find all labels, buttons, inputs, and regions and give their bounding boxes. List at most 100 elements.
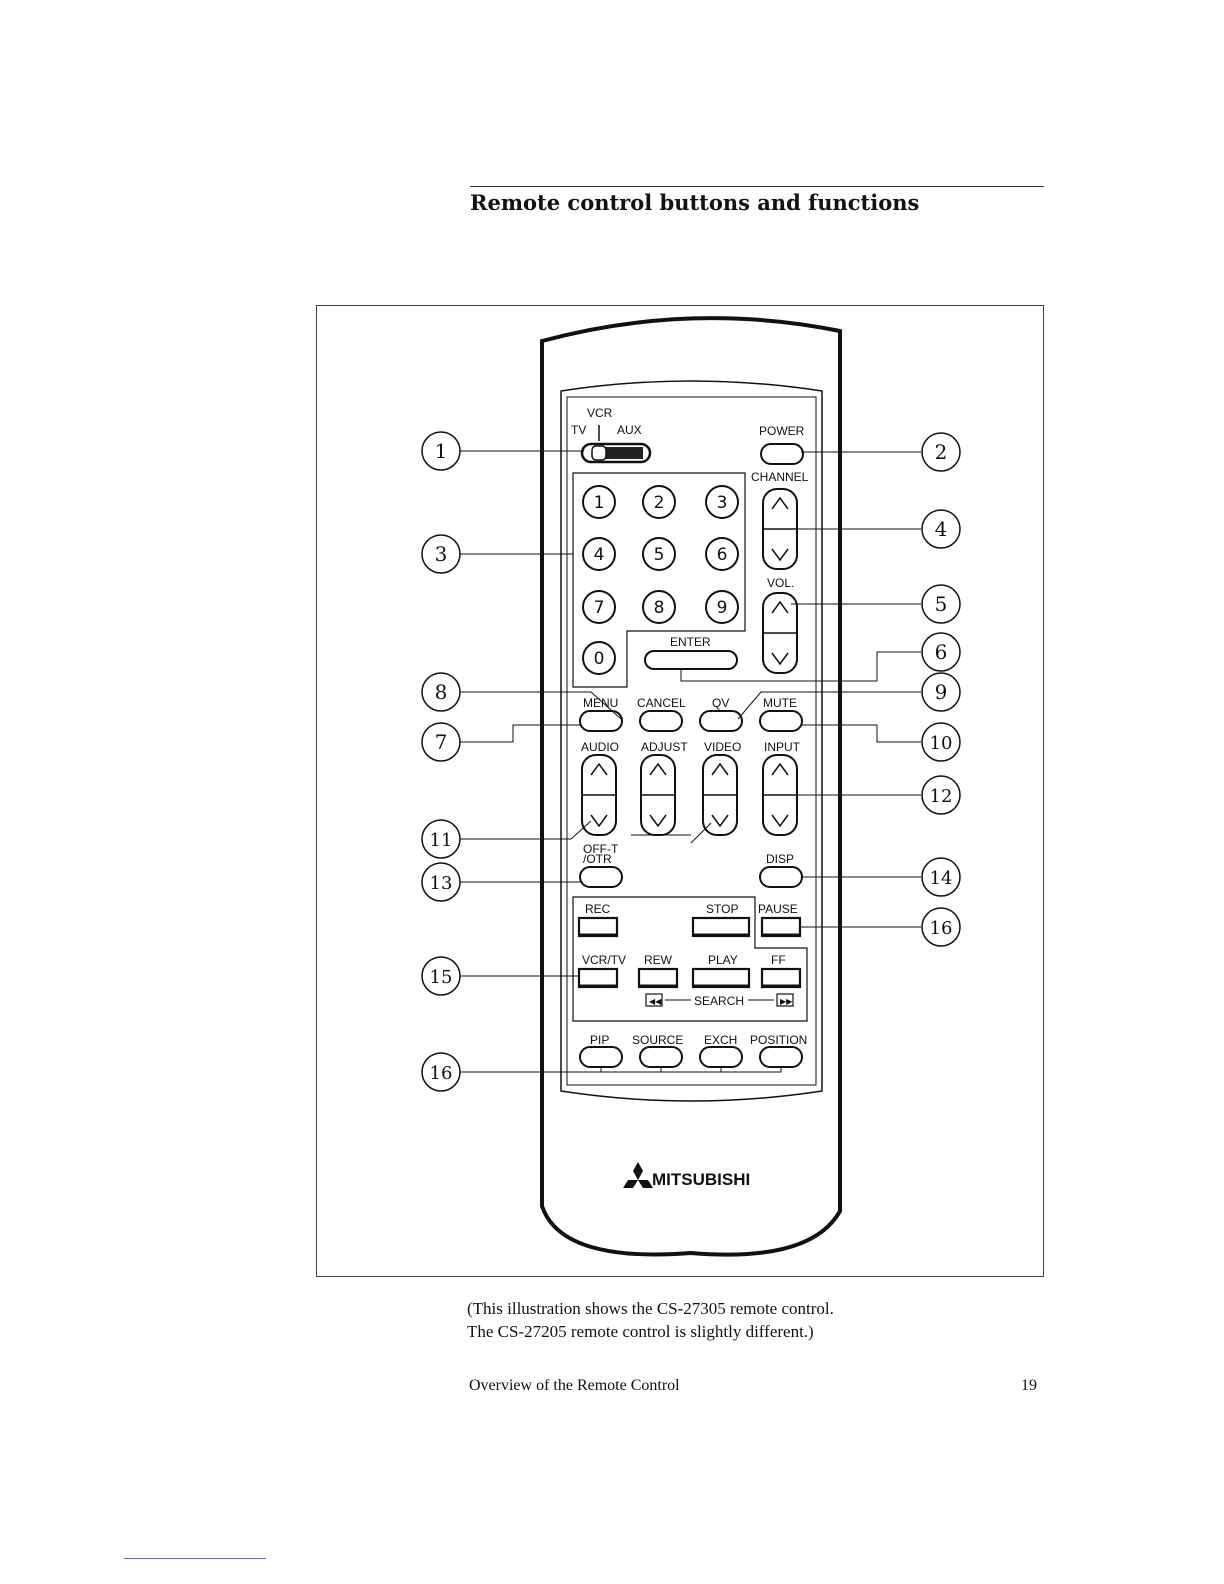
callout-9: 9 [921, 672, 961, 712]
svg-text:2: 2 [935, 440, 948, 464]
callout-13: 13 [421, 862, 461, 902]
label-cancel: CANCEL [637, 696, 686, 710]
label-mute: MUTE [763, 696, 797, 710]
rec-button[interactable] [577, 916, 619, 938]
ff-button[interactable] [760, 967, 802, 989]
remote-face-panel [560, 380, 823, 1102]
digit-button-7[interactable] [582, 590, 616, 624]
label-search: SEARCH [694, 994, 744, 1008]
enter-button[interactable] [644, 650, 738, 670]
callout-5: 5 [921, 584, 961, 624]
remote-diagram: VCR TV AUX POWER 1 2 3 4 5 6 7 8 9 0 ENT… [421, 316, 961, 1257]
pip-button[interactable] [579, 1046, 623, 1068]
footer-section-name: Overview of the Remote Control [469, 1377, 680, 1394]
vcr-section-frame [572, 896, 808, 1022]
svg-text:16: 16 [430, 1063, 453, 1084]
svg-text:14: 14 [930, 868, 953, 889]
digit-button-1[interactable] [582, 485, 616, 519]
bottom-rule [124, 1558, 266, 1559]
svg-text:13: 13 [430, 873, 453, 894]
digit-button-5[interactable] [642, 537, 676, 571]
page-number: 19 [1021, 1377, 1037, 1394]
svg-text:5: 5 [935, 592, 948, 616]
label-ff: FF [771, 953, 786, 967]
svg-text:1: 1 [594, 493, 605, 513]
pause-button[interactable] [760, 916, 802, 938]
svg-text:4: 4 [935, 517, 948, 541]
qv-button[interactable] [699, 710, 743, 732]
callout-12: 12 [921, 775, 961, 815]
svg-text:16: 16 [930, 918, 953, 939]
digit-button-4[interactable] [582, 537, 616, 571]
disp-button[interactable] [759, 866, 803, 888]
remote-body [540, 316, 842, 1257]
play-button[interactable] [691, 967, 751, 989]
svg-text:7: 7 [594, 598, 605, 618]
callout-16-pip: 16 [421, 1052, 461, 1092]
label-rec: REC [585, 902, 611, 916]
callout-16-vcr: 16 [921, 907, 961, 947]
callout-3: 3 [421, 534, 461, 574]
vcr-tv-button[interactable] [577, 967, 619, 989]
digit-button-3[interactable] [705, 485, 739, 519]
digit-button-2[interactable] [642, 485, 676, 519]
adjust-rocker[interactable] [640, 754, 676, 836]
digit-button-6[interactable] [705, 537, 739, 571]
label-qv: QV [712, 696, 729, 710]
svg-text:8: 8 [654, 598, 665, 618]
cancel-button[interactable] [639, 710, 683, 732]
label-rew: REW [644, 953, 673, 967]
svg-text:0: 0 [594, 649, 605, 669]
svg-text:11: 11 [430, 830, 453, 851]
position-button[interactable] [759, 1046, 803, 1068]
callout-11: 11 [421, 819, 461, 859]
label-pause: PAUSE [758, 902, 798, 916]
callout-7: 7 [421, 722, 461, 762]
svg-text:15: 15 [430, 967, 453, 988]
svg-text:1: 1 [435, 439, 448, 463]
label-disp: DISP [766, 852, 794, 866]
label-video: VIDEO [704, 740, 741, 754]
callout-2: 2 [921, 432, 961, 472]
exch-button[interactable] [699, 1046, 743, 1068]
label-menu: MENU [583, 696, 618, 710]
caption-line-1: (This illustration shows the CS-27305 re… [467, 1299, 834, 1318]
figure-caption: (This illustration shows the CS-27305 re… [467, 1297, 834, 1343]
mute-button[interactable] [759, 710, 803, 732]
power-button[interactable] [760, 443, 804, 465]
label-tv: TV [571, 423, 586, 437]
label-source: SOURCE [632, 1033, 683, 1047]
forward-search-icon: ▶▶ [780, 997, 793, 1006]
brand-name: MITSUBISHI [652, 1170, 750, 1189]
svg-text:8: 8 [435, 680, 448, 704]
label-pip: PIP [590, 1033, 609, 1047]
svg-text:9: 9 [935, 680, 948, 704]
svg-text:10: 10 [930, 733, 953, 754]
digit-button-9[interactable] [705, 590, 739, 624]
svg-text:2: 2 [654, 493, 665, 513]
label-aux: AUX [617, 423, 642, 437]
label-off-t: OFF-T [583, 842, 619, 856]
digit-button-0[interactable] [582, 641, 616, 675]
input-rocker[interactable] [762, 754, 798, 836]
label-play: PLAY [708, 953, 738, 967]
source-button[interactable] [639, 1046, 683, 1068]
callouts: 1 2 3 4 5 6 7 8 9 10 11 12 13 14 15 16 1… [421, 431, 961, 1092]
callout-10: 10 [921, 722, 961, 762]
rewind-search-icon: ◀◀ [649, 997, 662, 1006]
video-rocker[interactable] [702, 754, 738, 836]
stop-button[interactable] [691, 916, 751, 938]
number-pad-frame [572, 472, 746, 688]
audio-rocker[interactable] [581, 754, 617, 836]
digit-button-8[interactable] [642, 590, 676, 624]
off-timer-button[interactable] [579, 866, 623, 888]
callout-15: 15 [421, 956, 461, 996]
caption-line-2: The CS-27205 remote control is slightly … [467, 1322, 814, 1341]
svg-text:6: 6 [935, 640, 948, 664]
label-enter: ENTER [670, 635, 711, 649]
svg-text:6: 6 [717, 545, 728, 565]
label-vcr: VCR [587, 406, 613, 420]
rew-button[interactable] [637, 967, 679, 989]
mitsubishi-logo-icon [623, 1162, 653, 1188]
volume-rocker[interactable] [762, 592, 798, 674]
